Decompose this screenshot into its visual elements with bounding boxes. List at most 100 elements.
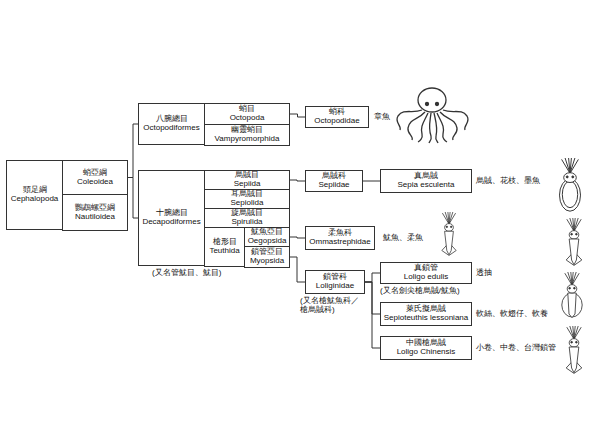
latin-name: Cephalopoda (11, 195, 59, 204)
box-label: 頭足綱Cephalopoda (7, 161, 62, 229)
taxon-group-box: 八腕總目Octopodiformes蛸目Octopoda幽靈蛸目Vampyrom… (138, 103, 290, 145)
bigfin-squid-drawing (562, 272, 582, 318)
latin-name: Octopodidae (314, 117, 359, 126)
box-label: 蛸亞綱Coleoidea (63, 161, 127, 194)
chinese-name: 烏賊目 (235, 171, 259, 180)
taxon-box: 烏賊目Sepiida (204, 170, 290, 190)
latin-name: Vampyromorphida (215, 135, 280, 144)
cuttlefish-drawing (560, 158, 581, 211)
tree-connector (128, 178, 138, 219)
box-label: 柔魚科Ommastrephidae (306, 227, 374, 249)
common-name: 透抽 (476, 268, 492, 277)
loligo-chinensis-drawing (566, 326, 582, 373)
box-label: 中國槍烏賊Loligo Chinensis (381, 337, 471, 359)
tree-connector (290, 237, 305, 238)
tree-connector (363, 181, 380, 182)
latin-name: Sepia esculenta (398, 181, 455, 190)
chinese-name: 幽靈蛸目 (231, 126, 263, 135)
taxon-box: 鎖管亞目Myopsida (244, 246, 290, 268)
chinese-name: 鎖管科 (323, 273, 347, 282)
chinese-name: 槍形目 (213, 238, 237, 247)
octopus-drawing (397, 88, 468, 143)
latin-name: Oegopsida (248, 237, 287, 246)
tree-connector (365, 273, 380, 282)
chinese-name: 頭足綱 (23, 186, 47, 195)
latin-name: Sepiolida (231, 199, 264, 208)
latin-name: Decapodiformes (142, 218, 200, 227)
chinese-name: 十腕總目 (156, 209, 188, 218)
taxon-box: 柔魚科Ommastrephidae (305, 226, 375, 250)
chinese-name: 烏賊科 (322, 172, 346, 181)
chinese-name: 蛸亞綱 (83, 169, 107, 178)
chinese-name: 萊氏擬烏賊 (406, 305, 446, 314)
chinese-name: 真鎖管 (414, 264, 438, 273)
loligo-edulis-drawing (566, 218, 582, 265)
taxon-box: 蛸目Octopoda (204, 103, 290, 125)
box-label: 鎖管科Loliginidae (306, 271, 364, 293)
taxon-box: 蛸亞綱Coleoidea (62, 160, 128, 195)
box-label: 蛸目Octopoda (205, 104, 289, 124)
taxon-box: 烏賊科Sepiidae (305, 170, 363, 192)
chinese-name: 魷魚亞目 (251, 228, 283, 237)
chinese-name: 中國槍烏賊 (406, 339, 446, 348)
common-name: 小卷、中卷、台灣鎖管 (476, 343, 556, 352)
latin-name: Ommastrephidae (309, 238, 370, 247)
chinese-name: 柔魚科 (328, 229, 352, 238)
box-label: 烏賊目Sepiida (205, 171, 289, 189)
chinese-name: 蛸科 (329, 108, 345, 117)
taxon-box: 真烏賊Sepia esculenta (380, 169, 472, 193)
latin-name: Loliginidae (316, 282, 354, 291)
common-name: 軟絲、軟翅仔、軟養 (476, 309, 548, 318)
taxon-box: 旋烏賊目Spirulida (204, 208, 290, 228)
alias-note: (又名管魷目、魷目) (152, 268, 221, 277)
taxon-box: 中國槍烏賊Loligo Chinensis (380, 336, 472, 360)
taxon-box: 鎖管科Loliginidae (305, 270, 365, 294)
box-label: 萊氏擬烏賊Sepioteuthis lessoniana (381, 303, 471, 325)
chinese-name: 蛸目 (239, 105, 255, 114)
taxon-group-box: 頭足綱Cephalopoda蛸亞綱Coleoidea鸚鵡螺亞綱Nautiloid… (6, 160, 128, 230)
box-label: 十腕總目Decapodiformes (139, 171, 204, 265)
latin-name: Coleoidea (77, 178, 113, 187)
latin-name: Teuthida (209, 247, 239, 256)
tree-connector (128, 124, 138, 178)
box-label: 鸚鵡螺亞綱Nautiloidea (63, 195, 127, 230)
box-label: 槍形目Teuthida (205, 228, 244, 266)
chinese-name: 鎖管亞目 (251, 248, 283, 257)
tree-connector (290, 257, 305, 282)
latin-name: Nautiloidea (75, 213, 115, 222)
chinese-name: 耳烏賊目 (231, 190, 263, 199)
latin-name: Myopsida (250, 257, 284, 266)
latin-name: Spirulida (231, 218, 262, 227)
box-label: 真烏賊Sepia esculenta (381, 170, 471, 192)
common-name: 章魚 (374, 112, 390, 121)
box-label: 耳烏賊目Sepiolida (205, 190, 289, 208)
chinese-name: 真烏賊 (414, 172, 438, 181)
box-label: 魷魚亞目Oegopsida (245, 228, 289, 246)
latin-name: Sepiidae (318, 181, 349, 190)
common-name: 魷魚、柔魚 (383, 233, 423, 242)
box-label: 烏賊科Sepiidae (306, 171, 362, 191)
taxon-box: 魷魚亞目Oegopsida (244, 227, 290, 247)
latin-name: Loligo edulis (404, 273, 448, 282)
box-label: 蛸科Octopodidae (306, 107, 368, 127)
chinese-name: 旋烏賊目 (231, 209, 263, 218)
taxon-box: 幽靈蛸目Vampyromorphida (204, 124, 290, 146)
latin-name: Loligo Chinensis (397, 348, 456, 357)
alias-note: (又名槍魷魚科／槍烏賊科) (300, 296, 366, 314)
tree-connector (365, 282, 380, 348)
box-label: 真鎖管Loligo edulis (381, 263, 471, 283)
taxon-box: 耳烏賊目Sepiolida (204, 189, 290, 209)
chinese-name: 八腕總目 (156, 115, 188, 124)
tree-connector (290, 114, 305, 117)
taxon-box: 萊氏擬烏賊Sepioteuthis lessoniana (380, 302, 472, 326)
latin-name: Octopoda (230, 114, 265, 123)
taxon-group-box: 十腕總目Decapodiformes烏賊目Sepiida耳烏賊目Sepiolid… (138, 170, 290, 266)
box-label: 旋烏賊目Spirulida (205, 209, 289, 227)
taxon-group-box: 槍形目Teuthida魷魚亞目Oegopsida鎖管亞目Myopsida (204, 227, 290, 267)
alias-note: (又名劍尖槍烏賊/魷魚) (380, 286, 472, 295)
chinese-name: 鸚鵡螺亞綱 (75, 204, 115, 213)
latin-name: Octopodiformes (143, 124, 199, 133)
taxon-box: 鸚鵡螺亞綱Nautiloidea (62, 194, 128, 231)
taxon-box: 真鎖管Loligo edulis (380, 262, 472, 284)
